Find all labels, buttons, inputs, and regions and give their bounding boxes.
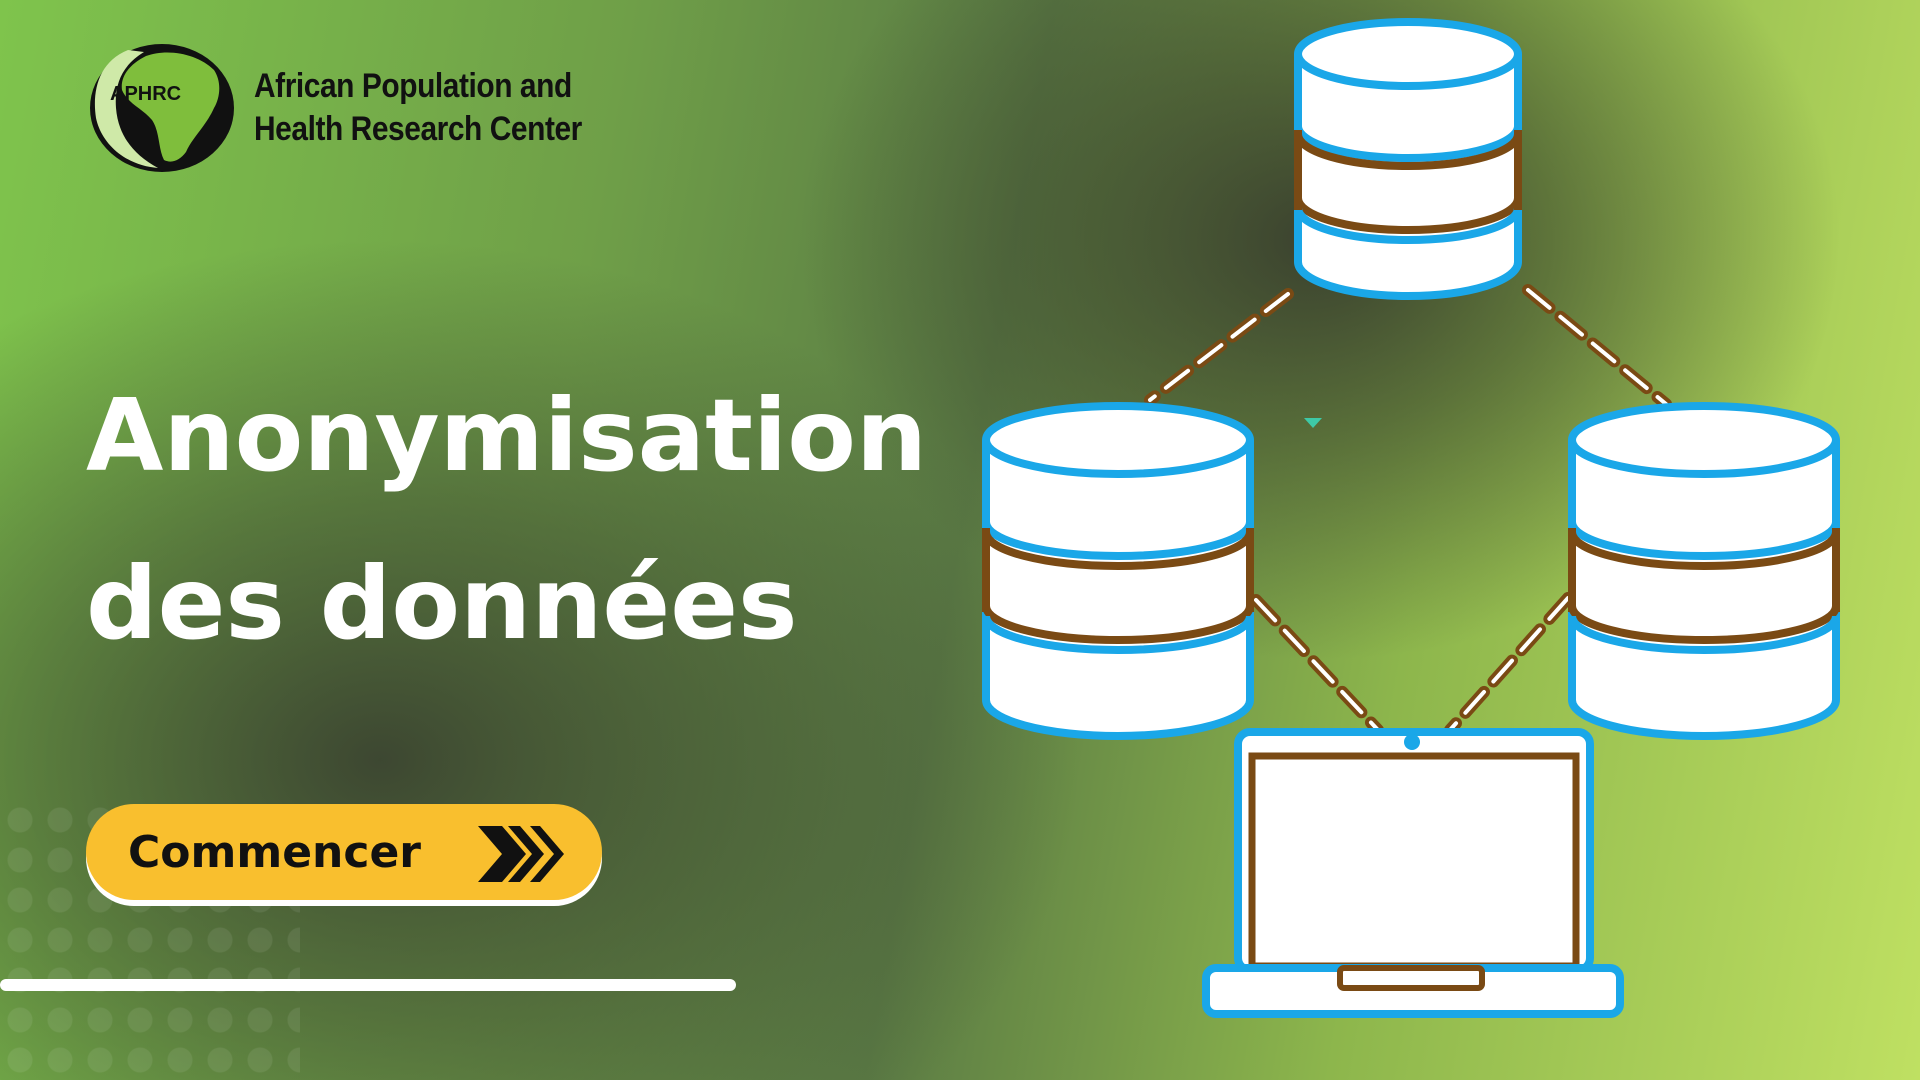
- connector-top-right: [1522, 284, 1672, 410]
- divider-line: [0, 979, 736, 991]
- aphrc-logo-icon: APHRC: [90, 44, 234, 172]
- organization-name: African Population and Health Research C…: [254, 65, 582, 151]
- connector-top-left: [1144, 288, 1294, 406]
- page-title-line1: Anonymisation: [86, 377, 928, 494]
- brand-logo: APHRC African Population and Health Rese…: [88, 42, 627, 174]
- connector-left-laptop: [1250, 594, 1384, 736]
- aphrc-africa-logo: APHRC: [88, 42, 236, 174]
- database-icon: [1568, 402, 1840, 740]
- database-icon: [1294, 18, 1522, 300]
- triangle-marker-icon: [1304, 418, 1322, 428]
- organization-name-line1: African Population and: [254, 67, 572, 105]
- organization-name-line2: Health Research Center: [254, 110, 582, 148]
- laptop-icon: [1202, 728, 1624, 1018]
- start-button-label: Commencer: [128, 826, 422, 878]
- start-button[interactable]: Commencer: [86, 804, 602, 900]
- triple-chevron-right-icon: [478, 826, 568, 886]
- database-icon: [982, 402, 1254, 740]
- logo-abbrev-text: APHRC: [110, 83, 181, 105]
- page-title-line2: des données: [86, 545, 798, 662]
- connector-right-laptop: [1444, 592, 1574, 736]
- dashed-connectors: [1144, 284, 1672, 736]
- page-title: Anonymisation des données: [86, 352, 927, 688]
